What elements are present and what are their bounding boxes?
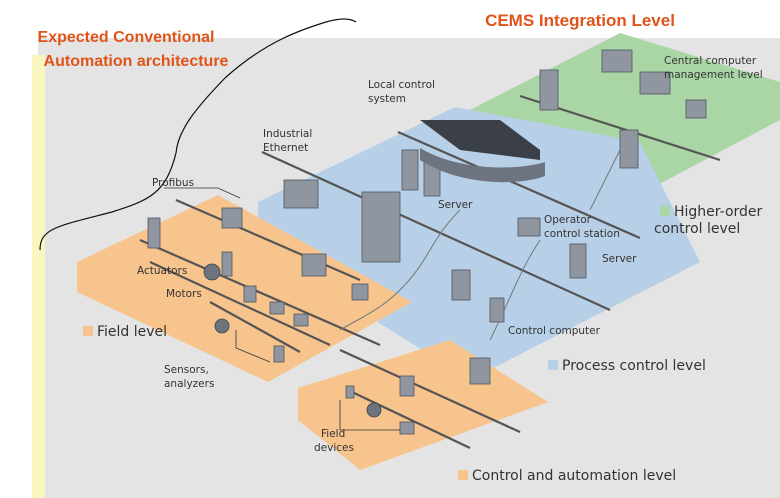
sensor-device [273,345,285,363]
auto-box [399,421,415,435]
control-unit [451,269,471,301]
green-tower-2 [619,129,639,169]
server-tower-3 [569,243,587,279]
field-rack-2 [301,253,327,277]
field-bus-3 [209,301,301,353]
equipment [147,49,707,435]
process-level-swatch [548,360,558,370]
sensors-label-2: analyzers [164,378,214,390]
motors-label: Motors [166,288,202,300]
green-desk-2 [639,71,671,95]
operator-label-2: control station [544,228,620,240]
server-label-1: Server [438,199,473,211]
green-desk-1 [601,49,633,73]
sensors-label-1: Sensors, [164,364,209,376]
field-device-valve [366,402,382,418]
left-accent-bar [32,55,45,498]
local-control-console [420,120,540,160]
control-computer-unit [489,297,505,323]
callout-lines [164,187,400,431]
connector-lines [339,149,621,341]
industrial-label-1: Industrial [263,128,312,140]
field-box [269,301,285,315]
field-level-label: Field level [97,324,167,340]
field-bus-2 [149,261,331,346]
local-control-label-1: Local control [368,79,435,91]
bracket-curve [39,18,357,251]
profibus-line [175,198,361,282]
automation-level-label: Control and automation level [472,468,676,484]
auto-device-1 [399,375,415,397]
sensors-leader [235,330,271,363]
green-monitor [685,99,707,119]
server-tower-1 [401,149,419,191]
sensor-1 [214,318,230,334]
central-label-1: Central computer [664,55,757,67]
central-label-2: management level [664,69,763,81]
industrial-label-2: Ethernet [263,142,308,154]
field-panel [351,283,369,301]
field-level-swatch [83,326,93,336]
higher-order-label-1: Higher-order [674,204,763,220]
field-device-2 [221,251,233,277]
server-label-2: Server [602,253,637,265]
operator-monitor [517,217,541,237]
higher-order-label-2: control level [654,221,740,237]
local-control-label-2: system [368,93,406,105]
profibus-label: Profibus [152,177,194,189]
field-device-1 [147,217,161,249]
console-desk [420,148,545,183]
auto-rack [469,357,491,385]
profibus-leader [164,187,241,199]
connector-1 [339,209,461,331]
connector-3 [589,149,621,211]
cabinet-ethernet [283,179,319,209]
automation-level-swatch [458,470,468,480]
round-devices [203,263,382,418]
tall-cabinet [361,191,401,263]
right-title: CEMS Integration Level [485,11,675,30]
upper-bus [397,130,641,240]
field-rack [221,207,243,229]
process-level-label: Process control level [562,358,706,374]
motor-base [243,285,257,303]
ethernet-bus [261,150,611,312]
left-title-line1: Expected Conventional [38,29,215,46]
operator-label-1: Operator [544,214,592,226]
connector-2 [489,239,541,341]
field-bus-1 [139,238,381,347]
field-devices-label-1: Field [321,428,345,440]
higher-order-swatch [660,206,670,216]
automation-bus-2 [351,391,471,449]
auto-device-2 [345,385,355,399]
motor-1 [203,263,221,281]
control-computer-label: Control computer [508,325,601,337]
actuators-label: Actuators [137,265,187,277]
field-devices-leader [339,400,400,431]
automation-bus-1 [339,348,521,434]
field-devices-label-2: devices [314,442,354,454]
left-title-line2: Automation architecture [44,53,229,70]
field-box-2 [293,313,309,327]
green-tower-1 [539,69,559,111]
